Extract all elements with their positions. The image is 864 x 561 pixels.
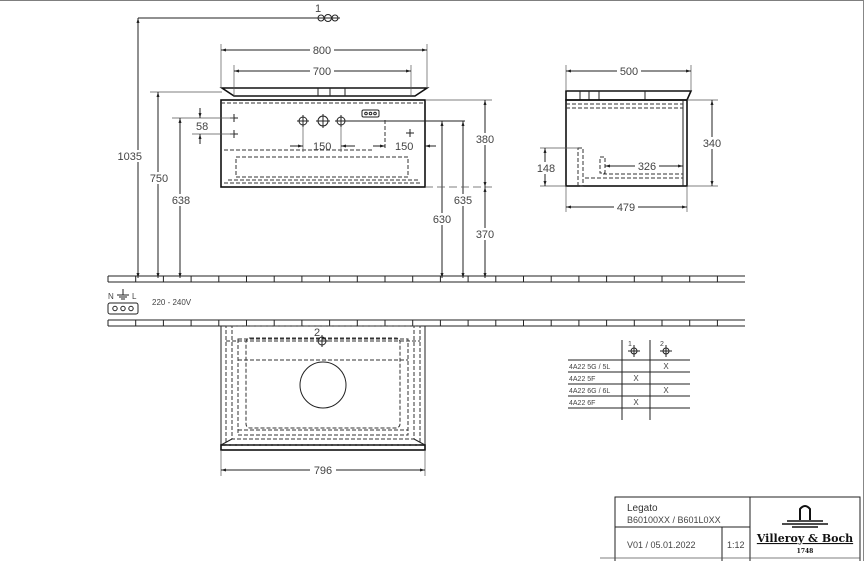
callout-1: 1 [138, 3, 340, 22]
product-name: Legato [627, 503, 658, 514]
cabinet-front [220, 99, 426, 188]
row-c2: X [663, 362, 669, 371]
ground-icon [117, 289, 129, 300]
row-c1: X [633, 398, 639, 407]
connection-symbol-icon [316, 14, 340, 22]
label-live: L [132, 292, 137, 301]
dim-150-right: 150 [395, 141, 413, 153]
dim-150-left: 150 [313, 141, 331, 153]
connection-point-icon [628, 345, 640, 357]
dim-800: 800 [313, 45, 331, 57]
table-row: 4A22 6F X [569, 398, 639, 407]
tap-hole-icon [297, 115, 309, 127]
row-model: 4A22 5G / 5L [569, 364, 610, 371]
tap-hole-icon [335, 115, 347, 127]
row-model: 4A22 6G / 6L [569, 388, 610, 395]
table-row: 4A22 5G / 5L X [569, 362, 669, 371]
version-date: V01 / 05.01.2022 [627, 540, 696, 550]
column-2-header: 2 [660, 341, 664, 348]
table-row: 4A22 6G / 6L X [569, 386, 669, 395]
variant-table: 1 2 4A22 5G / 5L X 4A22 5F X 4A22 6G / 6… [568, 340, 690, 420]
table-row: 4A22 5F X [569, 374, 639, 383]
dim-638: 638 [172, 195, 190, 207]
dim-630: 630 [433, 214, 451, 226]
drain-hole-icon [316, 114, 330, 128]
row-model: 4A22 5F [569, 376, 595, 383]
dim-635: 635 [454, 195, 472, 207]
floor-strip-segments [107, 276, 718, 326]
voltage-label: 220 - 240V [152, 298, 192, 307]
floor-strip-bottom [108, 319, 745, 327]
product-codes: B60100XX / B601L0XX [627, 515, 721, 525]
title-block: Legato B60100XX / B601L0XX V01 / 05.01.2… [600, 496, 861, 561]
dim-148: 148 [537, 163, 555, 175]
dim-500: 500 [620, 66, 638, 78]
drawer [235, 156, 409, 178]
row-c2: X [663, 386, 669, 395]
scale: 1:12 [727, 540, 745, 550]
side-dimensions: 500 340 148 326 479 [535, 65, 723, 214]
dim-370: 370 [476, 229, 494, 241]
brand-logo: Villeroy & Boch 1748 [756, 505, 853, 555]
dim-479: 479 [617, 202, 635, 214]
brand-name: Villeroy & Boch [756, 532, 853, 545]
front-view [219, 87, 465, 188]
dim-340: 340 [703, 138, 721, 150]
side-view [565, 90, 693, 187]
label-neutral: N [108, 292, 114, 301]
row-c1: X [633, 374, 639, 383]
socket-icon [361, 109, 380, 118]
column-1-header: 1 [628, 341, 632, 348]
dim-750: 750 [150, 173, 168, 185]
dim-1035: 1035 [118, 151, 142, 163]
dim-700: 700 [313, 66, 331, 78]
power-connection: N L 220 - 240V [107, 289, 192, 315]
callout-2-label: 2 [314, 327, 320, 339]
brand-year: 1748 [797, 548, 814, 555]
callout-1-label: 1 [315, 3, 321, 15]
dim-380: 380 [476, 134, 494, 146]
dim-326: 326 [638, 161, 656, 173]
front-dimensions: 800 700 1035 750 638 58 150 150 630 635 [118, 18, 496, 278]
drain-circle [299, 361, 347, 409]
socket-icon [107, 302, 139, 315]
basin-top [219, 87, 430, 97]
dim-796: 796 [314, 465, 332, 477]
connection-point-icon [316, 335, 328, 347]
plan-view: 2 796 [220, 325, 426, 477]
row-model: 4A22 6F [569, 400, 595, 407]
dim-58: 58 [196, 121, 208, 133]
floor-strip-top [108, 275, 745, 283]
connection-point-icon [660, 345, 672, 357]
